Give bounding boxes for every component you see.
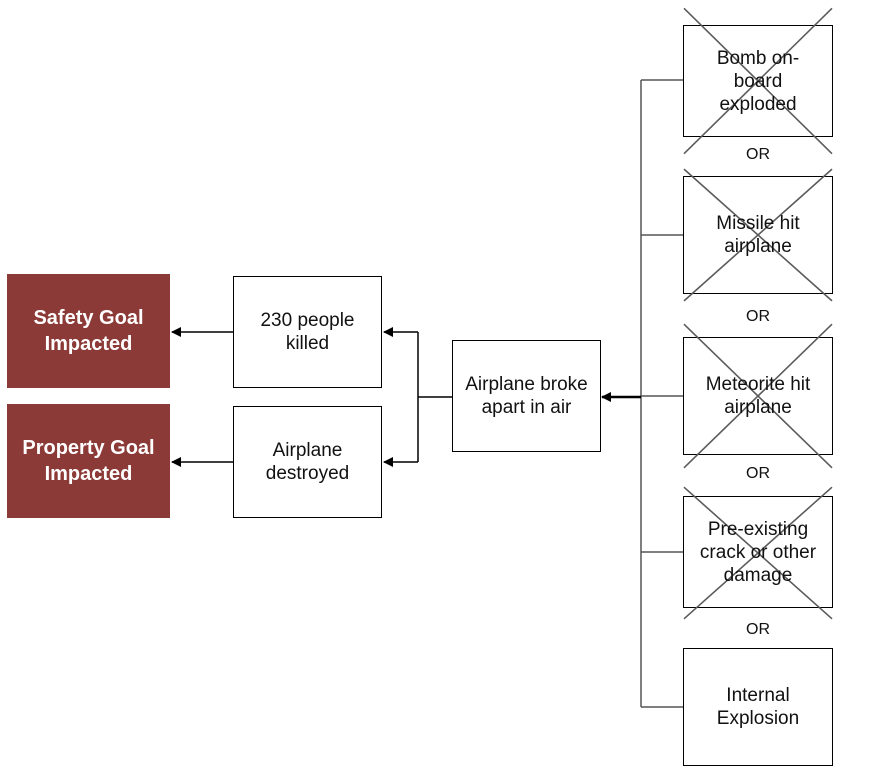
cause-bomb-label: Bomb on- board exploded bbox=[716, 47, 800, 115]
or-label: OR bbox=[746, 465, 770, 482]
airplane-destroyed-box: Airplane destroyed bbox=[233, 406, 382, 518]
central-event-box: Airplane broke apart in air bbox=[452, 340, 601, 452]
people-killed-label: 230 people killed bbox=[260, 310, 355, 354]
property-goal-label: Property Goal Impacted bbox=[22, 437, 155, 485]
cause-meteorite-box: Meteorite hit airplane bbox=[683, 323, 833, 469]
cause-bomb-box: Bomb on- board exploded bbox=[683, 7, 833, 155]
cause-internal-explosion-box: Internal Explosion bbox=[683, 648, 833, 766]
cause-crack-box: Pre-existing crack or other damage bbox=[683, 486, 833, 620]
airplane-destroyed-label: Airplane destroyed bbox=[265, 440, 350, 484]
cause-internal-explosion-label: Internal Explosion bbox=[716, 685, 800, 729]
cause-crack-label: Pre-existing crack or other damage bbox=[699, 518, 817, 586]
or-label: OR bbox=[746, 146, 770, 163]
safety-goal-box: Safety Goal Impacted bbox=[7, 274, 170, 388]
property-goal-box: Property Goal Impacted bbox=[7, 404, 170, 518]
cause-missile-label: Missile hit airplane bbox=[716, 213, 800, 257]
or-label: OR bbox=[746, 621, 770, 638]
or-label: OR bbox=[746, 308, 770, 325]
safety-goal-label: Safety Goal Impacted bbox=[33, 307, 144, 355]
cause-missile-box: Missile hit airplane bbox=[683, 168, 833, 302]
cause-meteorite-label: Meteorite hit airplane bbox=[705, 374, 811, 418]
central-event-label: Airplane broke apart in air bbox=[465, 374, 588, 418]
people-killed-box: 230 people killed bbox=[233, 276, 382, 388]
